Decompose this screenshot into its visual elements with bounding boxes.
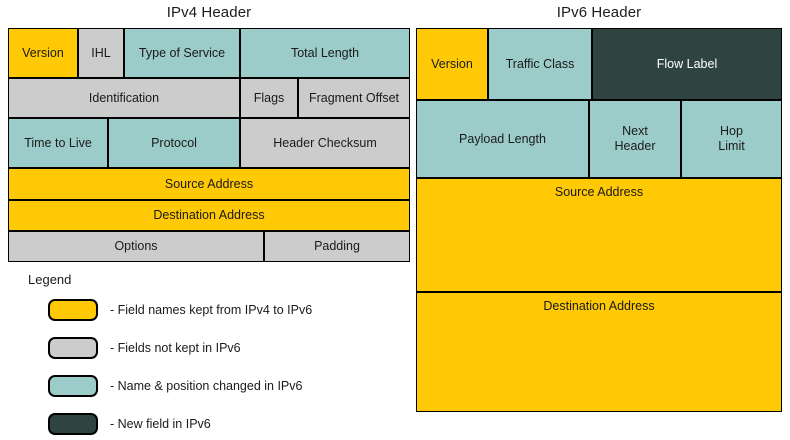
legend-swatch-yellow	[48, 299, 98, 321]
ipv4-field-total-length: Total Length	[240, 28, 410, 78]
ipv6-field-next-header: Next Header	[589, 100, 681, 178]
ipv4-field-type-of-service: Type of Service	[124, 28, 240, 78]
legend-item-field-names-kept-from-ipv4-to-ipv6: - Field names kept from IPv4 to IPv6	[48, 298, 312, 322]
ipv6-field-flow-label: Flow Label	[592, 28, 782, 100]
legend: Legend - Field names kept from IPv4 to I…	[20, 272, 400, 435]
ipv4-field-header-checksum: Header Checksum	[240, 118, 410, 168]
ipv4-field-padding: Padding	[264, 231, 410, 262]
ipv6-field-payload-length: Payload Length	[416, 100, 589, 178]
legend-swatch-dark	[48, 413, 98, 435]
ipv6-field-traffic-class: Traffic Class	[488, 28, 592, 100]
legend-label: - Field names kept from IPv4 to IPv6	[110, 303, 313, 317]
legend-item-name-position-changed-in-ipv6: - Name & position changed in IPv6	[48, 374, 302, 398]
ipv4-field-source-address: Source Address	[8, 168, 410, 200]
legend-item-new-field-in-ipv6: - New field in IPv6	[48, 412, 211, 436]
ipv4-field-options: Options	[8, 231, 264, 262]
ipv4-field-protocol: Protocol	[108, 118, 240, 168]
ipv6-field-source-address: Source Address	[416, 178, 782, 292]
legend-item-fields-not-kept-in-ipv6: - Fields not kept in IPv6	[48, 336, 241, 360]
ipv6-title: IPv6 Header	[556, 4, 642, 21]
ipv4-field-fragment-offset: Fragment Offset	[298, 78, 410, 118]
ipv6-field-hop-limit: Hop Limit	[681, 100, 782, 178]
ipv4-title: IPv4 Header	[166, 4, 252, 21]
ipv4-field-ihl: IHL	[78, 28, 124, 78]
ipv6-field-version: Version	[416, 28, 488, 100]
ipv4-field-time-to-live: Time to Live	[8, 118, 108, 168]
legend-label: - Fields not kept in IPv6	[110, 341, 241, 355]
ipv4-field-flags: Flags	[240, 78, 298, 118]
ipv4-field-destination-address: Destination Address	[8, 200, 410, 231]
legend-title: Legend	[28, 272, 72, 287]
legend-swatch-teal	[48, 375, 98, 397]
legend-label: - Name & position changed in IPv6	[110, 379, 303, 393]
ipv6-field-destination-address: Destination Address	[416, 292, 782, 412]
legend-label: - New field in IPv6	[110, 417, 211, 431]
ipv4-field-identification: Identification	[8, 78, 240, 118]
legend-swatch-gray	[48, 337, 98, 359]
ipv4-field-version: Version	[8, 28, 78, 78]
